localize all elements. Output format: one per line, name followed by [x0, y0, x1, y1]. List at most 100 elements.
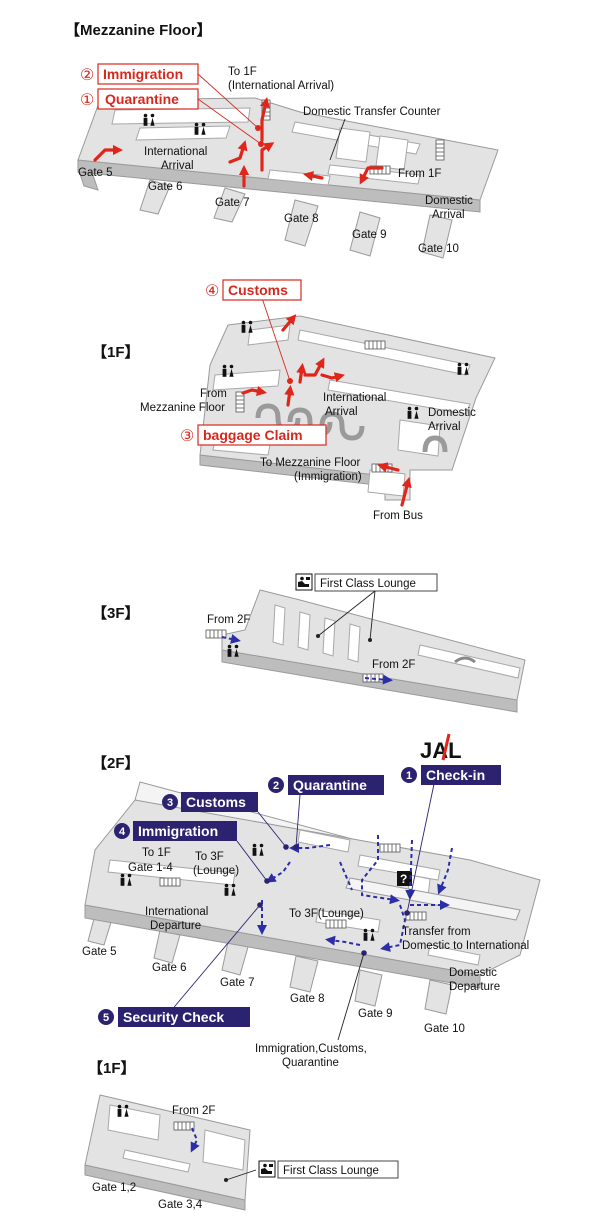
- floor-title-mezzanine: 【Mezzanine Floor】: [65, 21, 212, 39]
- gate-label: Gate 3,4: [158, 1199, 203, 1211]
- lounge-icon: [258, 1160, 276, 1178]
- callout-quarantine-mezz: ① Quarantine: [80, 88, 199, 110]
- floor-title-1f-lower: 【1F】: [88, 1059, 136, 1077]
- escalator-icon: [159, 877, 181, 887]
- callout-number: 5: [103, 1012, 109, 1024]
- label-international-arrival: (International Arrival): [228, 80, 334, 92]
- label-from-2f: From 2F: [372, 659, 415, 671]
- callout-number: 1: [406, 770, 412, 782]
- information-icon: ?: [397, 871, 412, 886]
- label-domestic-departure-2: Departure: [449, 981, 500, 993]
- label-imm-cust-quar-2: Quarantine: [282, 1057, 339, 1069]
- callout-label: Customs: [186, 794, 246, 810]
- callout-quarantine-2f: 2 Quarantine: [268, 775, 384, 795]
- escalator-icon: [325, 919, 347, 929]
- first-class-lounge-3f: First Class Lounge: [295, 573, 438, 592]
- lounge-label: First Class Lounge: [283, 1165, 379, 1177]
- callout-label: Quarantine: [293, 777, 367, 793]
- label-transfer-2: Domestic to International: [402, 940, 529, 952]
- callout-baggage-claim: ③ baggage Claim: [180, 424, 327, 446]
- label-from-2f: From 2F: [172, 1105, 215, 1117]
- callout-label: Security Check: [123, 1009, 224, 1025]
- label-imm-cust-quar: Immigration,Customs,: [255, 1043, 367, 1055]
- gate-label: Gate 9: [358, 1008, 393, 1020]
- label-to-1f: To 1F: [228, 66, 257, 78]
- gate-label: Gate 6: [152, 962, 187, 974]
- label-to-mezzanine: To Mezzanine Floor: [260, 457, 361, 469]
- callout-label: Quarantine: [105, 91, 179, 107]
- callout-label: Customs: [228, 282, 288, 298]
- label-intl-arrival: International: [323, 392, 386, 404]
- gate-label: Gate 5: [82, 946, 117, 958]
- svg-text:JAL: JAL: [420, 738, 462, 763]
- arrival-route-1f: [241, 314, 412, 507]
- label-from-bus: From Bus: [373, 510, 423, 522]
- floor-title-1f: 【1F】: [92, 343, 140, 361]
- second-floor-departure-map: 【2F】 JAL: [82, 733, 541, 1069]
- label-intl-departure-2: Departure: [150, 920, 201, 932]
- callout-number: ④: [205, 283, 219, 300]
- gate-label: Gate 6: [148, 181, 183, 193]
- callout-customs-1f: ④ Customs: [205, 279, 302, 301]
- floor-title-3f: 【3F】: [92, 604, 140, 622]
- callout-label: Immigration: [103, 66, 183, 82]
- callout-label: Check-in: [426, 767, 485, 783]
- first-floor-arrival-map: 【1F】: [92, 279, 496, 522]
- mezzanine-floor-map: 【Mezzanine Floor】: [65, 21, 499, 259]
- label-intl-arrival: International: [144, 146, 207, 158]
- third-floor-map: 【3F】 First Class Lounge From 2F From 2F: [92, 573, 526, 713]
- departure-gate-piers: [87, 914, 453, 1015]
- label-from-1f: From 1F: [398, 168, 441, 180]
- callout-number: 3: [167, 797, 173, 809]
- label-domestic-transfer: Domestic Transfer Counter: [303, 106, 441, 118]
- callout-number: ①: [80, 92, 94, 109]
- gate-label: Gate 9: [352, 229, 387, 241]
- jal-logo: JAL: [420, 733, 462, 763]
- floor-title-2f: 【2F】: [92, 754, 140, 772]
- callout-number: ③: [180, 428, 194, 445]
- svg-text:?: ?: [400, 872, 407, 886]
- label-transfer: Transfer from: [402, 926, 471, 938]
- escalator-icon: [173, 1121, 195, 1131]
- callout-check-in: 1 Check-in: [401, 765, 501, 785]
- departure-hall-floor: [84, 799, 541, 976]
- gate-label: Gate 8: [284, 213, 319, 225]
- mezzanine-arrival-route: [93, 97, 384, 188]
- first-class-lounge-1f: First Class Lounge: [258, 1160, 399, 1179]
- label-domestic-arrival-2: Arrival: [432, 209, 465, 221]
- gate-label: Gate 7: [215, 197, 250, 209]
- label-domestic-arrival-2: Arrival: [428, 421, 461, 433]
- label-to-1f: To 1F: [142, 847, 171, 859]
- label-to-3f: To 3F: [195, 851, 224, 863]
- gate-label: Gate 1,2: [92, 1182, 136, 1194]
- escalator-icon: [435, 139, 445, 161]
- label-intl-departure: International: [145, 906, 208, 918]
- label-intl-arrival-2: Arrival: [161, 160, 194, 172]
- callout-label: Immigration: [138, 823, 218, 839]
- label-lounge: (Lounge): [193, 865, 239, 877]
- departure-route-2f: [257, 835, 453, 952]
- first-floor-lounge-map: 【1F】 First Class Lounge From 2F Gate 1,2…: [84, 1059, 399, 1211]
- lounge-icon: [295, 573, 313, 591]
- callout-number: 4: [119, 826, 126, 838]
- label-domestic-arrival: Domestic: [425, 195, 473, 207]
- callout-immigration-mezz: ② Immigration: [80, 63, 199, 85]
- label-to-3f-lounge: To 3F(Lounge): [289, 908, 364, 920]
- mezzanine-gate-piers: [77, 167, 453, 259]
- escalator-icon: [235, 391, 245, 413]
- callout-number: ②: [80, 67, 94, 84]
- gate-label: Gate 5: [78, 167, 113, 179]
- lounge-label: First Class Lounge: [320, 578, 416, 590]
- gate-label: Gate 8: [290, 993, 325, 1005]
- label-immigration: (Immigration): [294, 471, 362, 483]
- gate-label: Gate 10: [424, 1023, 465, 1035]
- label-from-2f: From 2F: [207, 614, 250, 626]
- callout-immigration-2f: 4 Immigration: [114, 821, 237, 841]
- label-from: From: [200, 388, 227, 400]
- callout-customs-2f: 3 Customs: [162, 792, 258, 812]
- label-gate-1-4: Gate 1-4: [128, 862, 173, 874]
- label-mezzanine-floor: Mezzanine Floor: [140, 402, 225, 414]
- gate-label: Gate 7: [220, 977, 255, 989]
- escalator-icon: [379, 843, 401, 853]
